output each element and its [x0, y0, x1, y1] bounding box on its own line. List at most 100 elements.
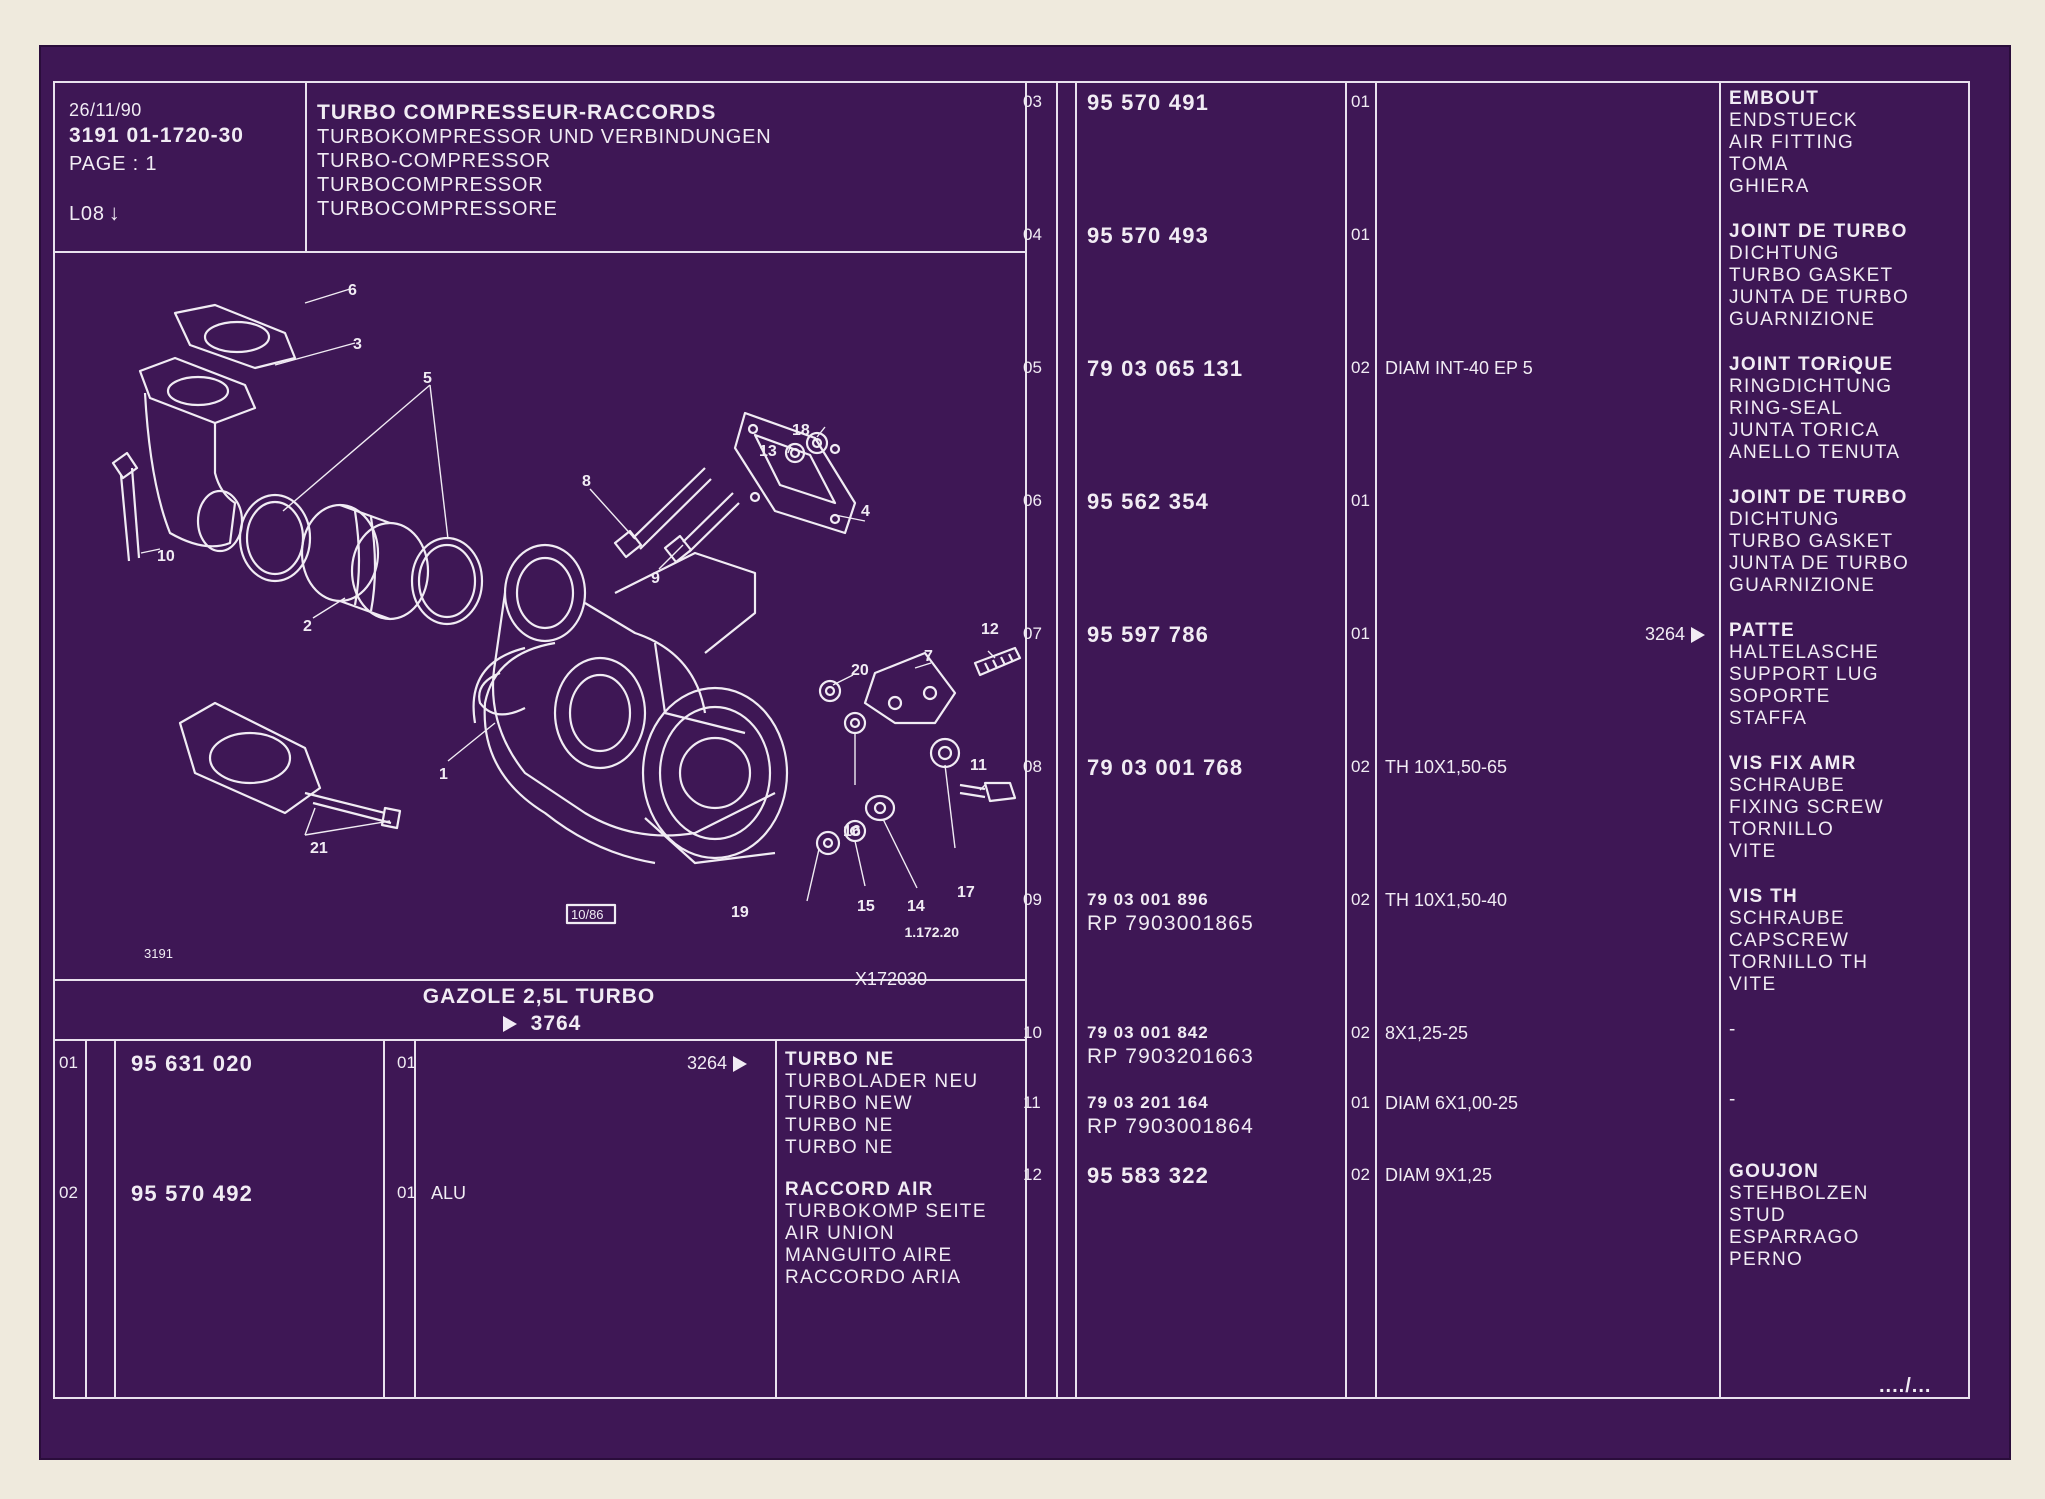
item-number: 09 [1023, 890, 1042, 909]
quantity: 02 [1351, 1023, 1370, 1042]
quantity: 02 [1351, 757, 1370, 776]
description-translation: SOPORTE [1729, 686, 1831, 707]
description-translation: TOMA [1729, 154, 1789, 175]
quantity: 02 [1351, 1165, 1370, 1184]
description-name: GOUJON [1729, 1161, 1820, 1182]
callout-20: 20 [851, 662, 869, 679]
engine-ref-line: 3764 [54, 1012, 1024, 1036]
description-translation: TURBO NE [785, 1137, 894, 1158]
quantity: 01 [1351, 92, 1370, 111]
engine-ref: 3764 [530, 1012, 582, 1035]
replacement-number: RP 7903001864 [1087, 1115, 1255, 1138]
description-translation: JUNTA TORICA [1729, 420, 1880, 441]
bolt-9 [663, 492, 740, 564]
header-code: L08↓ [69, 200, 121, 226]
item-number: 12 [1023, 1165, 1042, 1184]
callout-18: 18 [792, 422, 810, 439]
description-name: - [1729, 1089, 1737, 1110]
description-translation: TURBO NEW [785, 1093, 913, 1114]
description-name: VIS FIX AMR [1729, 753, 1857, 774]
callout-10: 10 [157, 548, 175, 565]
quantity: 02 [1351, 890, 1370, 909]
washer-14 [864, 794, 896, 822]
description-name: TURBO NE [785, 1049, 895, 1070]
header-ref: 3191 01-1720-30 [69, 124, 244, 147]
sleeve-2 [300, 503, 430, 621]
spec: 8X1,25-25 [1385, 1023, 1469, 1043]
exploded-diagram: 6 3 5 2 10 8 9 13 18 4 7 12 11 17 16 20 … [111, 282, 1022, 989]
header-page: PAGE : 1 [69, 153, 158, 175]
header-date: 26/11/90 [69, 100, 142, 120]
description-translation: GHIERA [1729, 176, 1810, 197]
quantity: 01 [1351, 1093, 1370, 1112]
description-translation: HALTELASCHE [1729, 642, 1880, 663]
triangle-right-icon [733, 1056, 747, 1073]
description-name: JOINT DE TURBO [1729, 221, 1908, 242]
continued-mark: ..../... [1879, 1375, 1932, 1397]
spec: DIAM 6X1,00-25 [1385, 1093, 1519, 1113]
spec: ALU [431, 1183, 467, 1203]
item-number: 01 [59, 1053, 78, 1072]
title-nl: TURBOCOMPRESSOR [317, 174, 544, 196]
part-number: 95 631 020 [131, 1051, 254, 1076]
part-number: 95 570 492 [131, 1181, 254, 1206]
quantity: 02 [1351, 358, 1370, 377]
callout-9: 9 [651, 570, 660, 587]
description-translation: TORNILLO [1729, 819, 1835, 840]
part-number: 79 03 201 164 [1087, 1093, 1209, 1112]
nut-18 [805, 431, 829, 455]
description-translation: GUARNIZIONE [1729, 575, 1876, 596]
washer-16 [843, 711, 867, 735]
spec: TH 10X1,50-40 [1385, 890, 1508, 910]
nut-13 [784, 442, 806, 464]
flange-21 [178, 701, 402, 830]
spec: DIAM INT-40 EP 5 [1385, 358, 1533, 378]
part-number: 79 03 001 896 [1087, 890, 1209, 909]
gasket-4 [733, 411, 857, 535]
description-translation: AIR FITTING [1729, 132, 1855, 153]
nut-19 [815, 830, 841, 856]
gasket-flange-6 [173, 303, 297, 370]
description-translation: TURBO NE [785, 1115, 894, 1136]
description-translation: AIR UNION [785, 1223, 895, 1244]
description-name: JOINT DE TURBO [1729, 487, 1908, 508]
replacement-number: RP 7903201663 [1087, 1045, 1255, 1068]
turbo-body-1 [472, 543, 789, 865]
callout-11: 11 [970, 757, 987, 774]
item-number: 02 [59, 1183, 78, 1202]
title-fr: TURBO COMPRESSEUR-RACCORDS [317, 101, 717, 124]
callout-2: 2 [303, 618, 312, 635]
callout-15: 15 [857, 898, 875, 915]
item-number: 05 [1023, 358, 1042, 377]
description-translation: DICHTUNG [1729, 243, 1840, 264]
item-number: 11 [1023, 1093, 1041, 1112]
description-translation: ENDSTUECK [1729, 110, 1858, 131]
part-number: 95 597 786 [1087, 622, 1210, 647]
washer-20 [818, 679, 842, 703]
description-translation: ANELLO TENUTA [1729, 442, 1901, 463]
description-translation: JUNTA DE TURBO [1729, 553, 1910, 574]
item-number: 07 [1023, 624, 1042, 643]
title-en: TURBO-COMPRESSOR [317, 150, 551, 172]
part-number: 95 570 493 [1087, 223, 1210, 248]
description-translation: TURBOLADER NEU [785, 1071, 979, 1092]
item-number: 06 [1023, 491, 1042, 510]
description-translation: CAPSCREW [1729, 930, 1850, 951]
triangle-right-icon [502, 1016, 517, 1033]
engine-name: GAZOLE 2,5L TURBO [422, 985, 656, 1008]
spec: DIAM 9X1,25 [1385, 1165, 1493, 1185]
item-number: 03 [1023, 92, 1042, 111]
triangle-right-icon [1691, 627, 1705, 644]
callout-13: 13 [759, 443, 777, 460]
title-it: TURBOCOMPRESSORE [317, 198, 558, 220]
description-translation: GUARNIZIONE [1729, 309, 1876, 330]
cross-ref-value: 3264 [1644, 624, 1685, 644]
description-translation: ESPARRAGO [1729, 1227, 1860, 1248]
title-de: TURBOKOMPRESSOR UND VERBINDUNGEN [317, 126, 772, 148]
